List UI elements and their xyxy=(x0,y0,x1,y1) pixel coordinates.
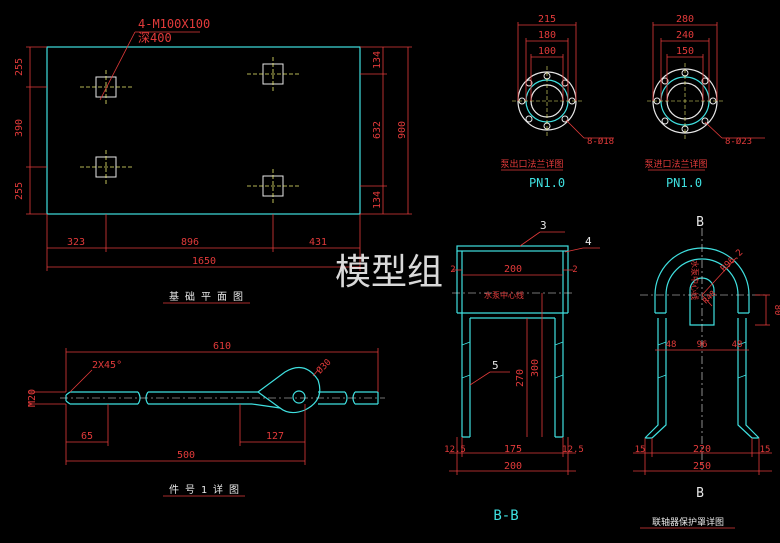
guard-label-top: B xyxy=(696,215,704,230)
dim-left-2: 390 xyxy=(14,119,25,137)
bb-dim-175: 175 xyxy=(504,444,522,455)
flange-right-dim-2: 240 xyxy=(676,30,694,41)
flange-right-dim-1: 280 xyxy=(676,14,694,25)
dim-bottom-1: 323 xyxy=(67,237,85,248)
bolt-dim-left: 65 xyxy=(81,431,93,442)
bolt-detail: 610 2X45° M20 65 127 500 Ø30 件 号 1 详 图 xyxy=(27,341,385,497)
part-5: 5 xyxy=(492,359,499,372)
guard-dim-250: 250 xyxy=(693,461,711,472)
guard-caption: 联轴器保护罩详图 xyxy=(652,516,724,528)
flange-left-pn: PN1.0 xyxy=(529,176,565,190)
dim-bottom-2: 896 xyxy=(181,237,199,248)
dim-right-3: 134 xyxy=(372,191,383,209)
bb-center-note: 水泵中心线 xyxy=(484,290,524,300)
coupling-guard: B B R96.2 R48 水泵中心线 80 48 96 48 15 220 1… xyxy=(633,215,780,529)
dim-right-2: 632 xyxy=(372,121,383,139)
bb-dim-small-left: 2 xyxy=(450,265,455,275)
foundation-caption: 基 础 平 面 图 xyxy=(169,290,243,303)
anchor-centerlines xyxy=(80,57,299,203)
anchor-note-2: 深400 xyxy=(138,31,172,45)
guard-dim-15-right: 15 xyxy=(760,445,771,455)
guard-label-bottom: B xyxy=(696,486,704,501)
dim-right-total: 900 xyxy=(397,121,408,139)
bb-dim-270: 270 xyxy=(515,369,526,387)
bolt-dim-hook: 127 xyxy=(266,431,284,442)
dim-left-3: 255 xyxy=(14,182,25,200)
flange-left-dim-2: 180 xyxy=(538,30,556,41)
guard-dim-80: 80 xyxy=(772,305,780,316)
flange-right-caption: 泵进口法兰详图 xyxy=(644,158,707,170)
flange-right-holes: 8-Ø23 xyxy=(725,136,752,147)
dim-bottom-3: 431 xyxy=(309,237,327,248)
foundation-plan: 255 390 255 134 632 134 900 323 896 431 … xyxy=(14,17,412,304)
section-bb: 3 4 5 200 2 2 水泵中心线 270 300 12.5 175 12.… xyxy=(444,219,600,524)
foundation-outline xyxy=(46,46,361,215)
bolt-caption: 件 号 1 详 图 xyxy=(169,483,239,496)
watermark: 模型组 xyxy=(335,252,443,293)
bb-dim-top: 200 xyxy=(504,264,522,275)
bb-dim-12-5-left: 12.5 xyxy=(444,445,466,455)
guard-dim-48-left: 48 xyxy=(666,340,677,350)
flange-left-dim-1: 215 xyxy=(538,14,556,25)
flange-left: 215 180 100 8-Ø18 泵出口法兰详图 PN1.0 xyxy=(500,14,614,190)
dim-left-1: 255 xyxy=(14,58,25,76)
flange-left-holes: 8-Ø18 xyxy=(587,136,614,147)
guard-dim-48-right: 48 xyxy=(732,340,743,350)
bb-dim-200: 200 xyxy=(504,461,522,472)
bb-dim-small-right: 2 xyxy=(572,265,577,275)
flange-left-dim-3: 100 xyxy=(538,46,556,57)
bolt-thread: M20 xyxy=(27,389,38,407)
part-3: 3 xyxy=(540,219,547,232)
dim-right-1: 134 xyxy=(372,51,383,69)
bolt-dim-length: 500 xyxy=(177,450,195,461)
flange-right-pn: PN1.0 xyxy=(666,176,702,190)
flange-right: 280 240 150 8-Ø23 泵进口法兰详图 PN1.0 xyxy=(644,14,765,190)
flange-left-caption: 泵出口法兰详图 xyxy=(500,158,563,170)
part-4: 4 xyxy=(585,235,592,248)
flange-right-dim-3: 150 xyxy=(676,46,694,57)
bb-dim-300: 300 xyxy=(530,359,541,377)
bb-dim-12-5-right: 12.5 xyxy=(562,445,584,455)
anchor-note-1: 4-M100X100 xyxy=(138,17,210,31)
bolt-chamfer: 2X45° xyxy=(92,360,122,371)
guard-dim-220: 220 xyxy=(693,444,711,455)
guard-dim-15-left: 15 xyxy=(635,445,646,455)
bolt-dim-total: 610 xyxy=(213,341,231,352)
bb-caption: B-B xyxy=(493,508,518,524)
guard-side-note: 水泵中心线 xyxy=(690,260,700,300)
dim-bottom-total: 1650 xyxy=(192,256,216,267)
guard-dim-96: 96 xyxy=(697,340,708,350)
